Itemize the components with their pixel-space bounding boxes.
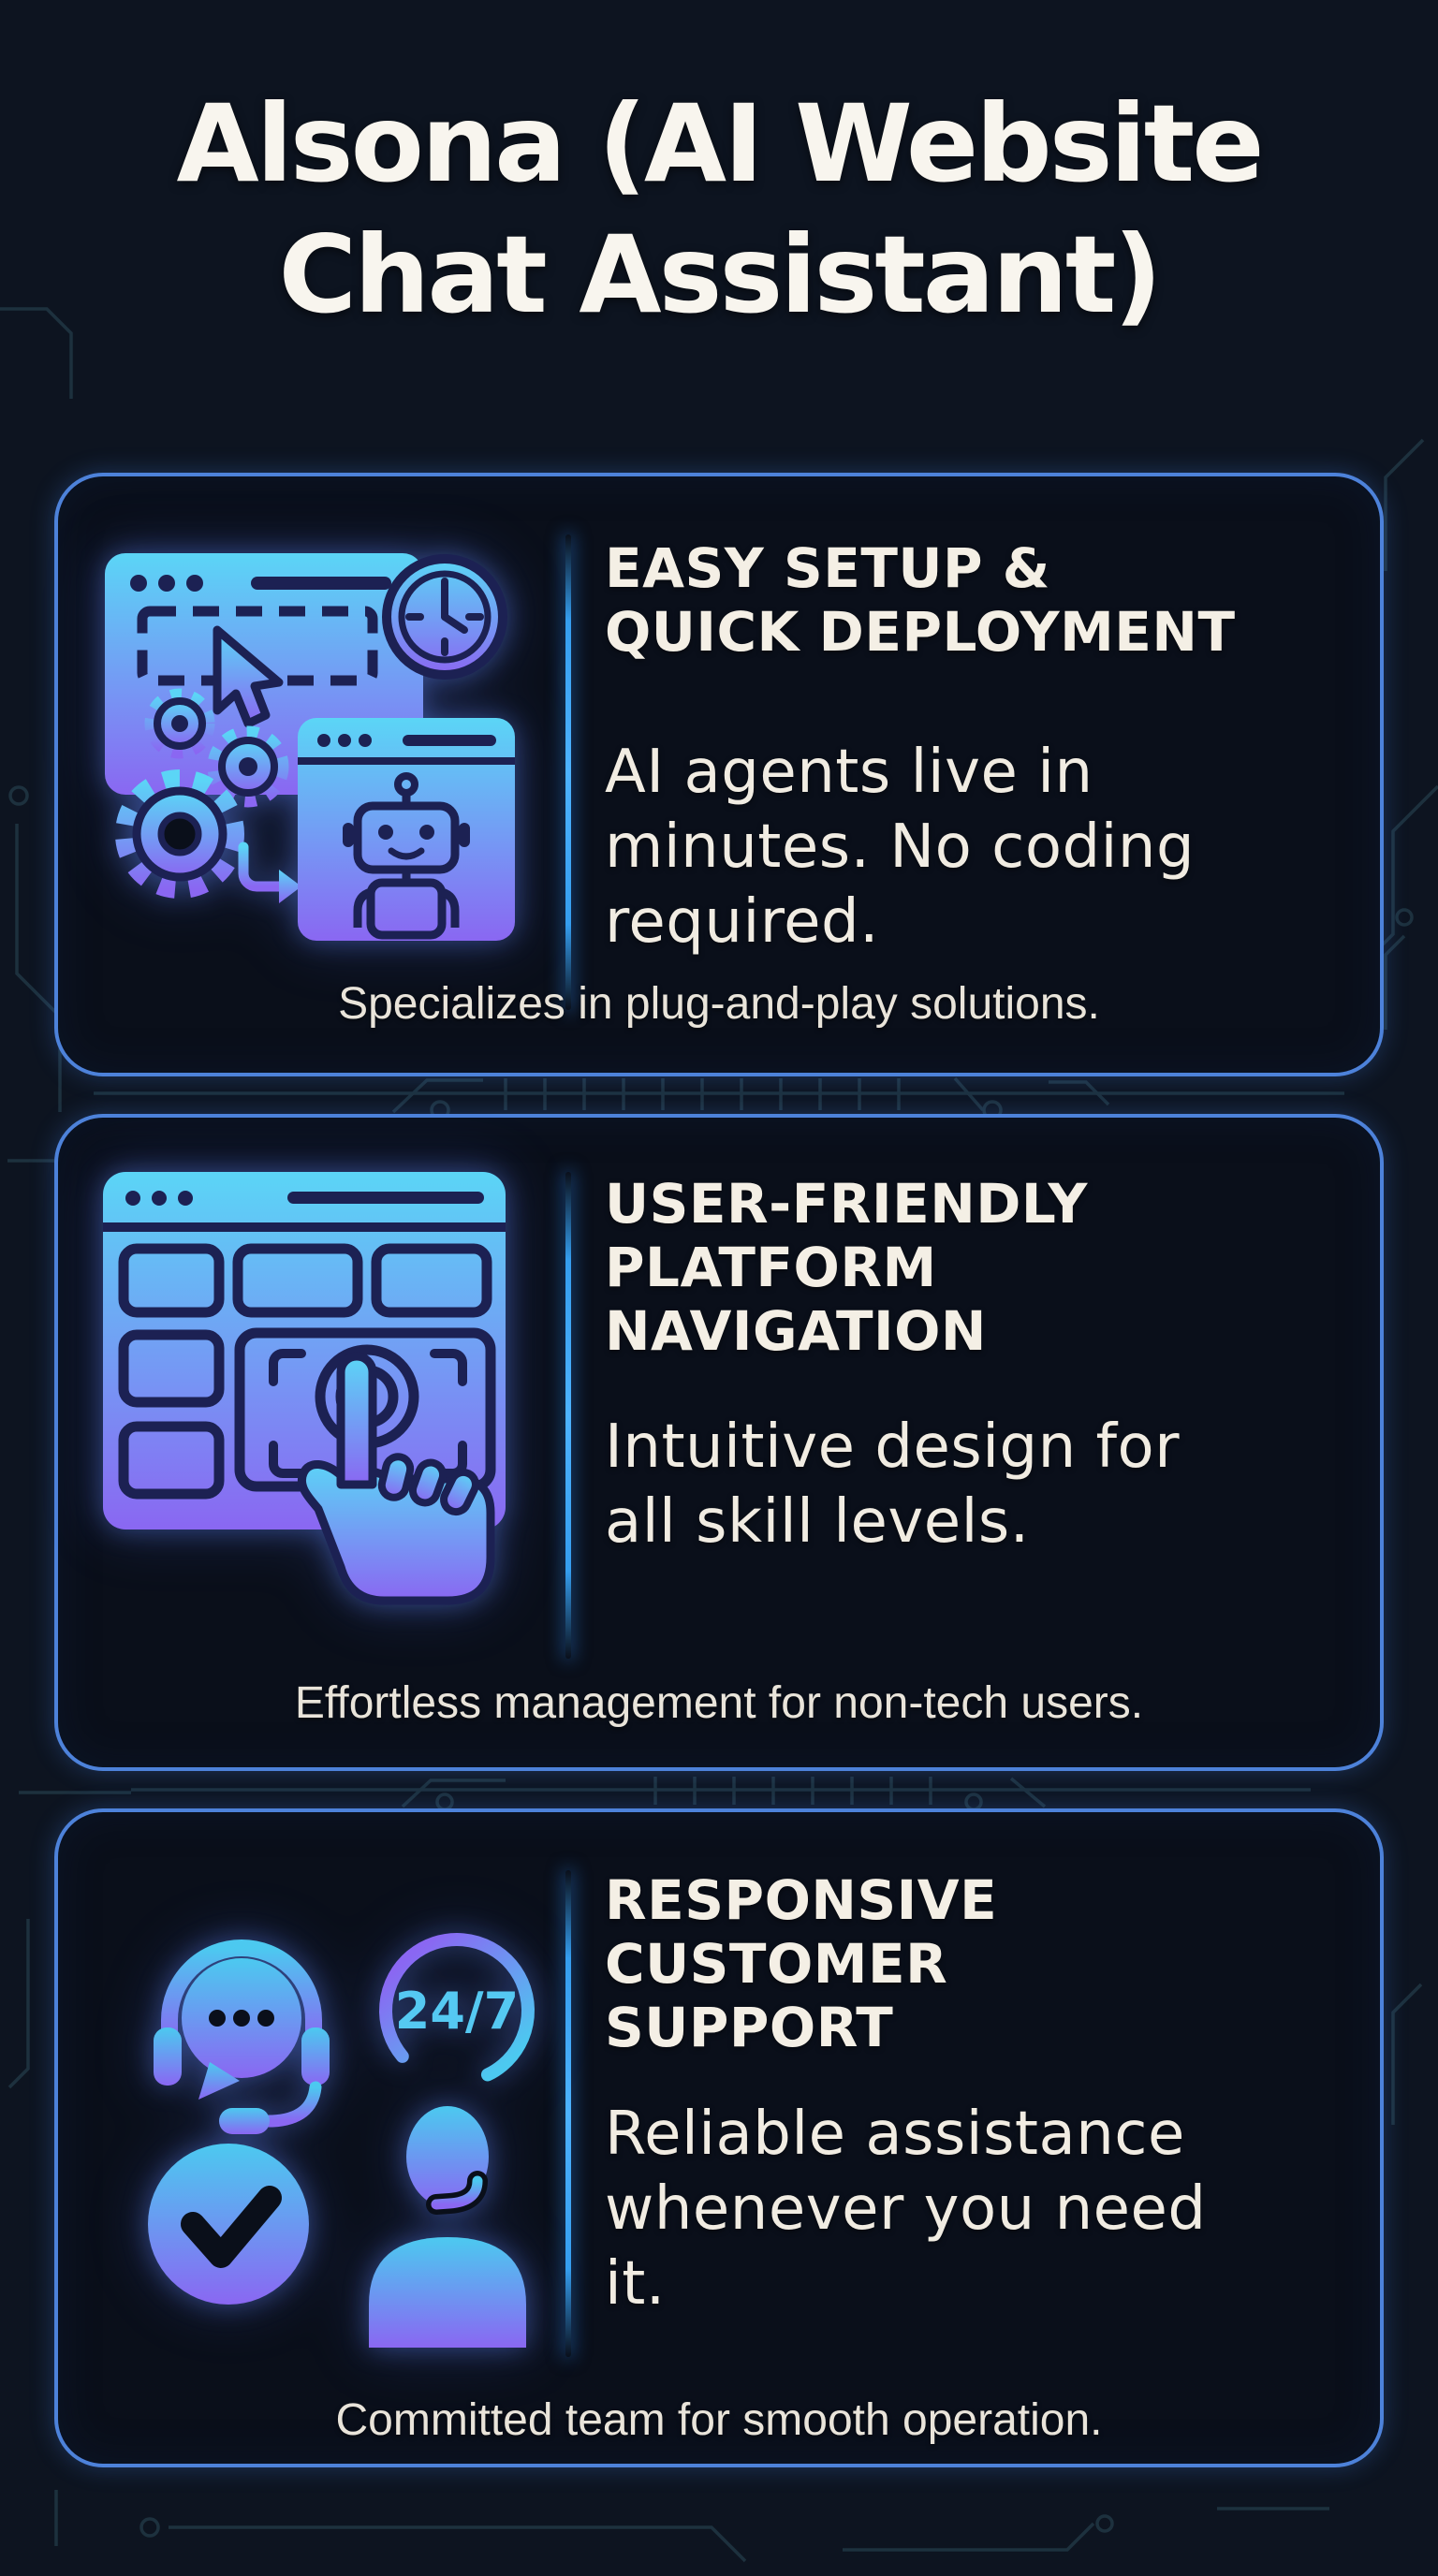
setup-deployment-icon — [92, 525, 536, 988]
deploy-arrow-icon — [238, 842, 301, 903]
browser-window — [103, 1172, 506, 1530]
cursor-icon — [213, 625, 284, 728]
platform-navigation-icon — [86, 1164, 536, 1636]
card-divider — [565, 1172, 571, 1659]
card-heading: RESPONSIVE CUSTOMER SUPPORT — [605, 1868, 1365, 2059]
heading-line: CUSTOMER — [605, 1932, 948, 1996]
page-title-line-1: Alsona (AI Website — [176, 81, 1264, 206]
heading-line: EASY SETUP & — [605, 536, 1050, 600]
page-title: Alsona (AI Website Chat Assistant) — [0, 79, 1438, 341]
card-heading: USER-FRIENDLY PLATFORM NAVIGATION — [605, 1172, 1365, 1363]
card-body: AI agents live in minutes. No coding req… — [605, 735, 1365, 959]
body-line: whenever you need — [605, 2174, 1207, 2244]
heading-line: RESPONSIVE — [605, 1868, 998, 1932]
heading-line: NAVIGATION — [605, 1299, 987, 1363]
robot-icon — [343, 772, 470, 940]
chat-headset-icon — [154, 1939, 330, 2134]
touch-hand-icon — [298, 1344, 495, 1605]
badge-24-7: 24/7 — [378, 1933, 535, 2088]
heading-line: USER-FRIENDLY — [605, 1172, 1088, 1236]
body-line: it. — [605, 2249, 666, 2319]
card-text-block: EASY SETUP & QUICK DEPLOYMENT AI agents … — [605, 536, 1365, 959]
badge-24-7-label: 24/7 — [395, 1982, 519, 2041]
customer-support-icon: 24/7 — [99, 1870, 567, 2356]
body-line: minutes. No coding — [605, 812, 1196, 882]
page-title-line-2: Chat Assistant) — [278, 212, 1163, 337]
card-caption: Effortless management for non-tech users… — [294, 1678, 1144, 1728]
card-body: Reliable assistance whenever you need it… — [605, 2097, 1365, 2321]
card-caption: Committed team for smooth operation. — [335, 2395, 1103, 2445]
card-body: Intuitive design for all skill levels. — [605, 1410, 1365, 1559]
gears-icon — [115, 688, 289, 899]
check-icon — [148, 2144, 309, 2305]
chatbot-window — [298, 718, 515, 941]
clock-icon — [382, 554, 507, 680]
body-line: Reliable assistance — [605, 2100, 1185, 2169]
heading-line: QUICK DEPLOYMENT — [605, 600, 1236, 664]
card-divider — [565, 534, 571, 1010]
heading-line: PLATFORM — [605, 1236, 937, 1299]
heading-line: SUPPORT — [605, 1996, 894, 2059]
card-user-friendly: USER-FRIENDLY PLATFORM NAVIGATION Intuit… — [54, 1114, 1384, 1771]
body-line: AI agents live in — [605, 738, 1093, 807]
card-text-block: USER-FRIENDLY PLATFORM NAVIGATION Intuit… — [605, 1172, 1365, 1559]
card-easy-setup: EASY SETUP & QUICK DEPLOYMENT AI agents … — [54, 473, 1384, 1076]
body-line: all skill levels. — [605, 1487, 1030, 1557]
body-line: Intuitive design for — [605, 1412, 1180, 1482]
card-heading: EASY SETUP & QUICK DEPLOYMENT — [605, 536, 1365, 664]
support-agent-icon — [369, 2106, 526, 2348]
card-text-block: RESPONSIVE CUSTOMER SUPPORT Reliable ass… — [605, 1868, 1365, 2321]
body-line: required. — [605, 887, 879, 957]
card-caption: Specializes in plug-and-play solutions. — [338, 979, 1100, 1029]
card-divider — [565, 1870, 571, 2357]
card-responsive-support: 24/7 RESPONSIVE CUSTOMER SUPPORT — [54, 1808, 1384, 2467]
